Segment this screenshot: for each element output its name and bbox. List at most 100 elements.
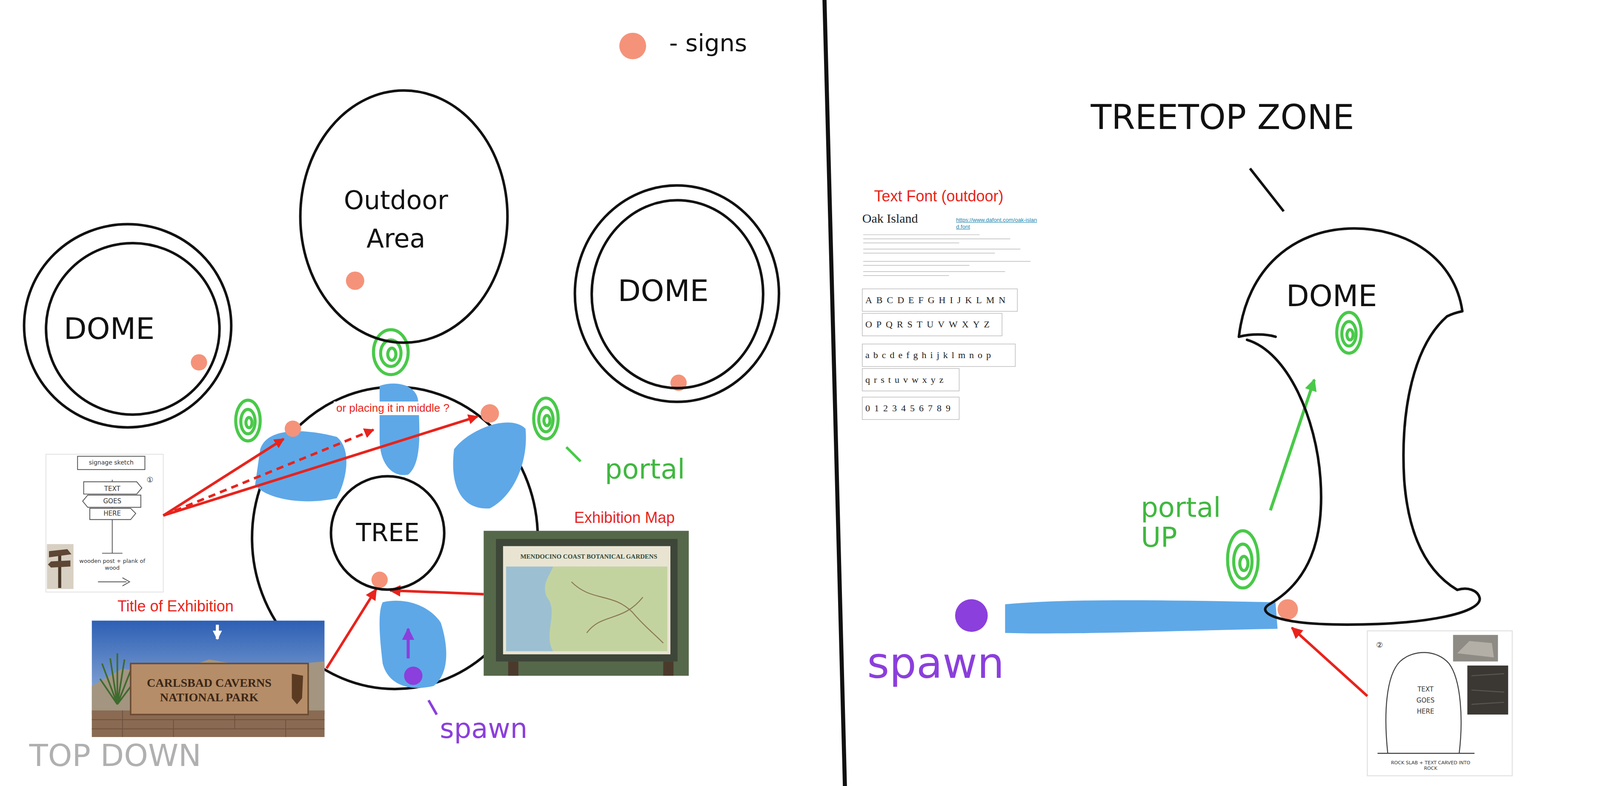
signage-sketch-drawing [122, 577, 130, 586]
map-photo [571, 581, 664, 644]
rock-sketch-drawing [1456, 641, 1494, 658]
portal-symbol [1346, 329, 1353, 340]
annotation: Title of Exhibition [117, 596, 234, 616]
legend-swatch [619, 32, 646, 60]
title-photo [91, 620, 325, 737]
leader-arrow [163, 416, 478, 516]
connector-arrow [389, 590, 484, 595]
font-link: https://www.dafont.com/oak-island.font [955, 216, 1040, 230]
portal-symbol [1233, 543, 1252, 579]
sign-lettering: CARLSBAD CAVERNS NATIONAL PARK [132, 675, 287, 705]
leader-tick [1270, 379, 1315, 511]
rock-sketch-drawing [1471, 673, 1505, 705]
font-name: Oak Island [862, 210, 919, 227]
signage-sketch-drawing [46, 543, 74, 589]
leader-tick [566, 168, 1315, 511]
title-photo [91, 659, 325, 715]
path-blob [254, 431, 347, 502]
spawn-marker [403, 666, 423, 685]
signage-sketch-drawing [45, 454, 164, 593]
portal-symbol [387, 348, 396, 361]
dome-circle-outline [23, 223, 232, 427]
spawn-marker [428, 700, 437, 715]
font-specimen [862, 368, 960, 391]
dome-circle-inner-outline [591, 200, 764, 388]
title-photo [130, 663, 309, 715]
sign-text: TEXT GOES HERE [1413, 683, 1438, 717]
font-specimen-row: ABCDEFGHIJKLMN [865, 294, 1010, 306]
area-name: Outdoor Area [324, 180, 468, 258]
map-photo [544, 566, 667, 652]
dome-circle-outline [23, 223, 232, 427]
sign-marker [1277, 598, 1298, 620]
spawn-label: spawn [439, 712, 528, 745]
area-name: DOME [1286, 277, 1378, 314]
portal-symbol [1239, 556, 1248, 571]
font-specimen [862, 288, 1018, 312]
signage-sketch-drawing [45, 454, 164, 593]
treetop-dome-outline [1238, 228, 1480, 625]
font-specimen [863, 234, 1031, 276]
font-specimen-row: 0123456789 [865, 402, 955, 414]
signage-sketch-drawing [58, 551, 62, 588]
area-name: TREE [355, 518, 420, 548]
map-photo [508, 661, 519, 676]
callout-number: ② [1376, 640, 1383, 650]
signage-sketch: signage sketch①TEXT GOES HEREwooden post… [45, 454, 164, 593]
area-name: DOME [617, 272, 709, 309]
connector-arrow [1291, 627, 1368, 696]
annotation: or placing it in middle ? [333, 401, 453, 415]
dome-circle: DOME [22, 222, 233, 429]
font-specimen [862, 313, 1002, 336]
leader-tick [566, 446, 582, 462]
map-photo [495, 538, 678, 662]
font-specimen [862, 343, 1016, 367]
font-specimen-row: qrstuvwxyz [865, 374, 948, 386]
connector-arrow [326, 589, 377, 669]
sign-marker [480, 403, 499, 423]
font-specimen [862, 234, 1031, 420]
tree-circle-outline [331, 475, 445, 590]
sign-marker [346, 271, 365, 290]
treetop-dome-outline [1238, 228, 1480, 625]
sign-marker [190, 354, 207, 371]
portal-symbol [240, 409, 256, 434]
leader-arrow [163, 438, 284, 516]
signage-sketch-drawing [102, 552, 123, 554]
portal-symbol [246, 417, 252, 428]
exhibition-title-photo: Title of ExhibitionCARLSBAD CAVERNS NATI… [89, 591, 327, 739]
dome-circle-inner-outline [45, 243, 220, 415]
dome-circle-outline [575, 185, 779, 402]
portal-symbol [235, 400, 261, 441]
signage-sketch-drawing [97, 581, 127, 583]
map-photo [483, 530, 689, 676]
portal-symbol [543, 415, 550, 426]
spawn-marker [406, 628, 410, 659]
leader-arrow [163, 416, 478, 516]
leader-tick [1250, 168, 1284, 212]
sketch-title: signage sketch [88, 458, 134, 467]
sign-marker [190, 271, 1298, 620]
legend-text: - signs [669, 28, 748, 58]
annotation: Text Font (outdoor) [873, 186, 1004, 206]
portal-label: portal UP [1140, 492, 1254, 553]
treetop-dome: DOME [1229, 226, 1485, 628]
portal-symbol [538, 407, 554, 433]
rock-sketch-drawing [1467, 665, 1509, 715]
panel-divider [824, 0, 845, 786]
font-specimen-row: OPQRSTUVWXYZ [865, 318, 994, 330]
rock-sketch-drawing [1385, 652, 1462, 754]
rock-sketch-drawing [1367, 630, 1512, 776]
rock-sketch-drawing [1377, 752, 1475, 754]
spawn-label: spawn [867, 641, 1005, 685]
outdoor-area-circle-outline [300, 90, 508, 343]
rock-sketch-drawing [1453, 634, 1498, 662]
outdoor-area-circle: Outdoor Area [298, 88, 510, 344]
portal-symbol [1227, 530, 1259, 588]
rock-sign-sketch: ②TEXT GOES HEREROCK SLAB + TEXT CARVED I… [1367, 630, 1512, 776]
path-blob [254, 383, 1278, 688]
